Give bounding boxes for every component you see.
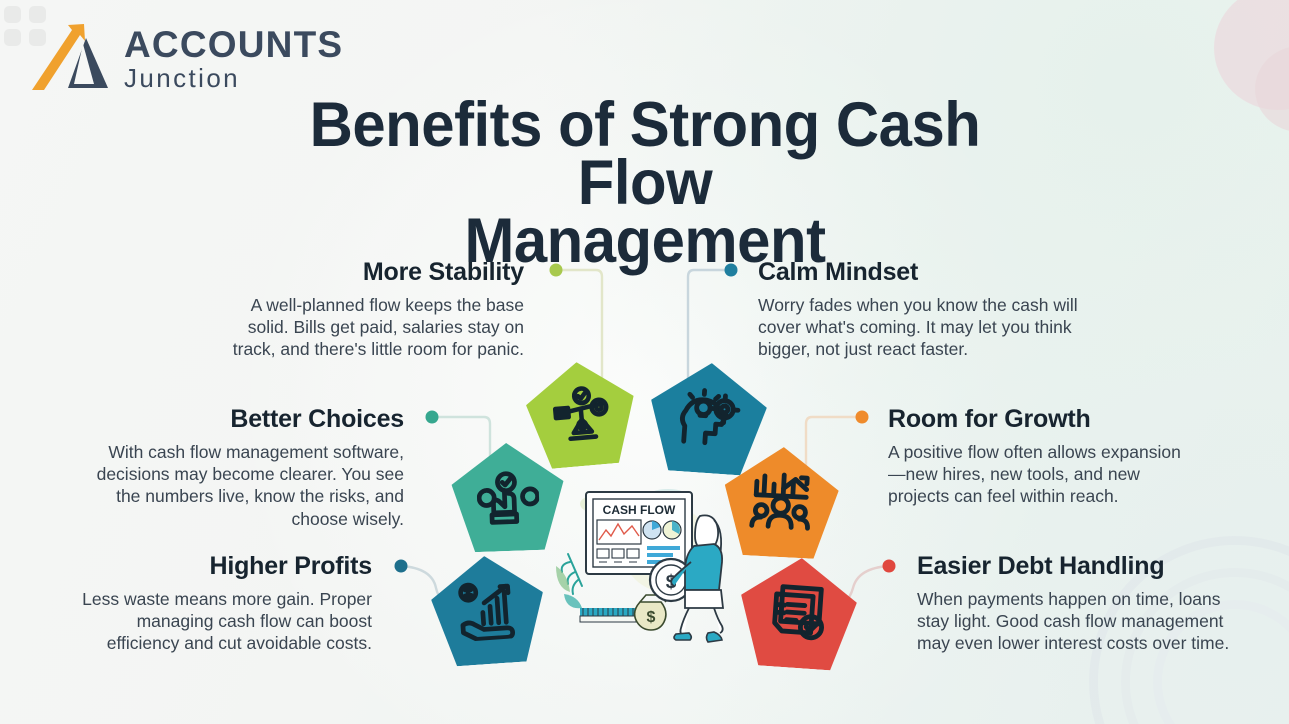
benefit-body-growth: A positive flow often allows expansion—n… bbox=[888, 441, 1181, 507]
benefit-body-debt: When payments happen on time, loans stay… bbox=[917, 588, 1230, 654]
benefit-body-stability: A well-planned flow keeps the base solid… bbox=[232, 294, 524, 360]
benefit-title-growth: Room for Growth bbox=[888, 405, 1091, 433]
head-lightbulb-gear-icon bbox=[673, 385, 742, 451]
pentagon-stability bbox=[523, 357, 640, 470]
brand-name-top: ACCOUNTS bbox=[124, 23, 344, 65]
benefit-block-mindset: Calm Mindset Worry fades when you know t… bbox=[758, 258, 1090, 361]
page-title-line2: Management bbox=[463, 205, 826, 276]
benefit-body-choices: With cash flow management software, deci… bbox=[96, 441, 404, 529]
pentagon-choices bbox=[450, 441, 566, 553]
brand-logo: ACCOUNTS Junction bbox=[28, 22, 343, 94]
benefit-body-mindset: Worry fades when you know the cash will … bbox=[758, 294, 1078, 360]
benefit-title-debt: Easier Debt Handling bbox=[917, 552, 1165, 580]
svg-text:$: $ bbox=[647, 609, 656, 626]
benefit-body-profits: Less waste means more gain. Proper manag… bbox=[82, 588, 372, 654]
benefit-block-growth: Room for Growth A positive flow often al… bbox=[888, 405, 1198, 508]
brand-name-bottom: Junction bbox=[124, 62, 241, 93]
benefit-block-profits: Higher Profits Less waste means more gai… bbox=[78, 552, 373, 655]
benefit-block-debt: Easier Debt Handling When payments happe… bbox=[917, 552, 1239, 655]
balance-scale-money-gear-icon bbox=[548, 382, 613, 445]
arrow-triangle-logo-icon bbox=[32, 24, 108, 90]
pentagon-growth bbox=[721, 444, 841, 560]
page-title-line1: Benefits of Strong Cash Flow bbox=[309, 90, 980, 218]
benefit-title-stability: More Stability bbox=[362, 258, 524, 286]
invoice-check-icon bbox=[763, 580, 832, 646]
cash-flow-screen-label: CASH FLOW bbox=[603, 503, 676, 517]
benefit-title-profits: Higher Profits bbox=[209, 552, 373, 580]
benefit-block-choices: Better Choices With cash flow management… bbox=[92, 405, 405, 530]
hand-select-option-icon bbox=[476, 466, 541, 529]
decorative-arcs-bottom-right bbox=[1085, 532, 1289, 724]
decorative-dot-grid bbox=[4, 6, 52, 46]
pentagon-debt bbox=[736, 554, 859, 672]
benefit-block-stability: More Stability A well-planned flow keeps… bbox=[212, 258, 524, 361]
pentagon-profits bbox=[428, 552, 547, 668]
benefit-title-mindset: Calm Mindset bbox=[758, 258, 919, 286]
benefit-title-choices: Better Choices bbox=[230, 405, 404, 433]
page-title: Benefits of Strong Cash Flow Management bbox=[265, 90, 1025, 276]
pentagon-mindset bbox=[646, 359, 769, 477]
team-growth-chart-icon bbox=[748, 470, 815, 535]
hand-bar-chart-dollar-icon bbox=[455, 578, 522, 643]
cash-flow-dashboard-illustration: CASH FLOW $ bbox=[556, 489, 725, 643]
